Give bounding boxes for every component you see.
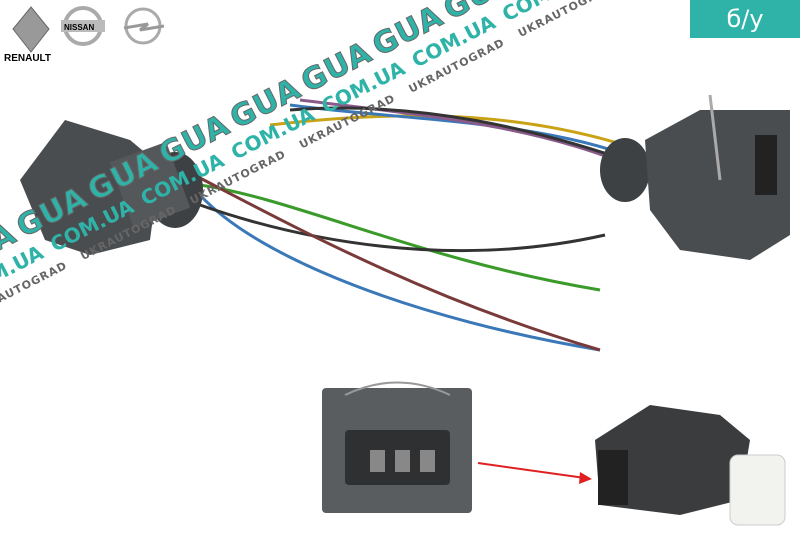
- nissan-logo: NISSAN: [58, 4, 108, 53]
- svg-text:NISSAN: NISSAN: [64, 23, 94, 32]
- arrow-icon: [477, 462, 592, 484]
- used-badge: б/у: [690, 0, 800, 38]
- wires: [198, 98, 641, 352]
- left-connector: [20, 120, 203, 255]
- right-connector: [600, 94, 790, 260]
- svg-text:RENAULT: RENAULT: [4, 53, 51, 64]
- connector-face-inset: [322, 381, 472, 513]
- renault-logo: RENAULT: [4, 4, 59, 68]
- opel-logo: [118, 4, 168, 53]
- camshaft-sensor-inset: [595, 405, 786, 526]
